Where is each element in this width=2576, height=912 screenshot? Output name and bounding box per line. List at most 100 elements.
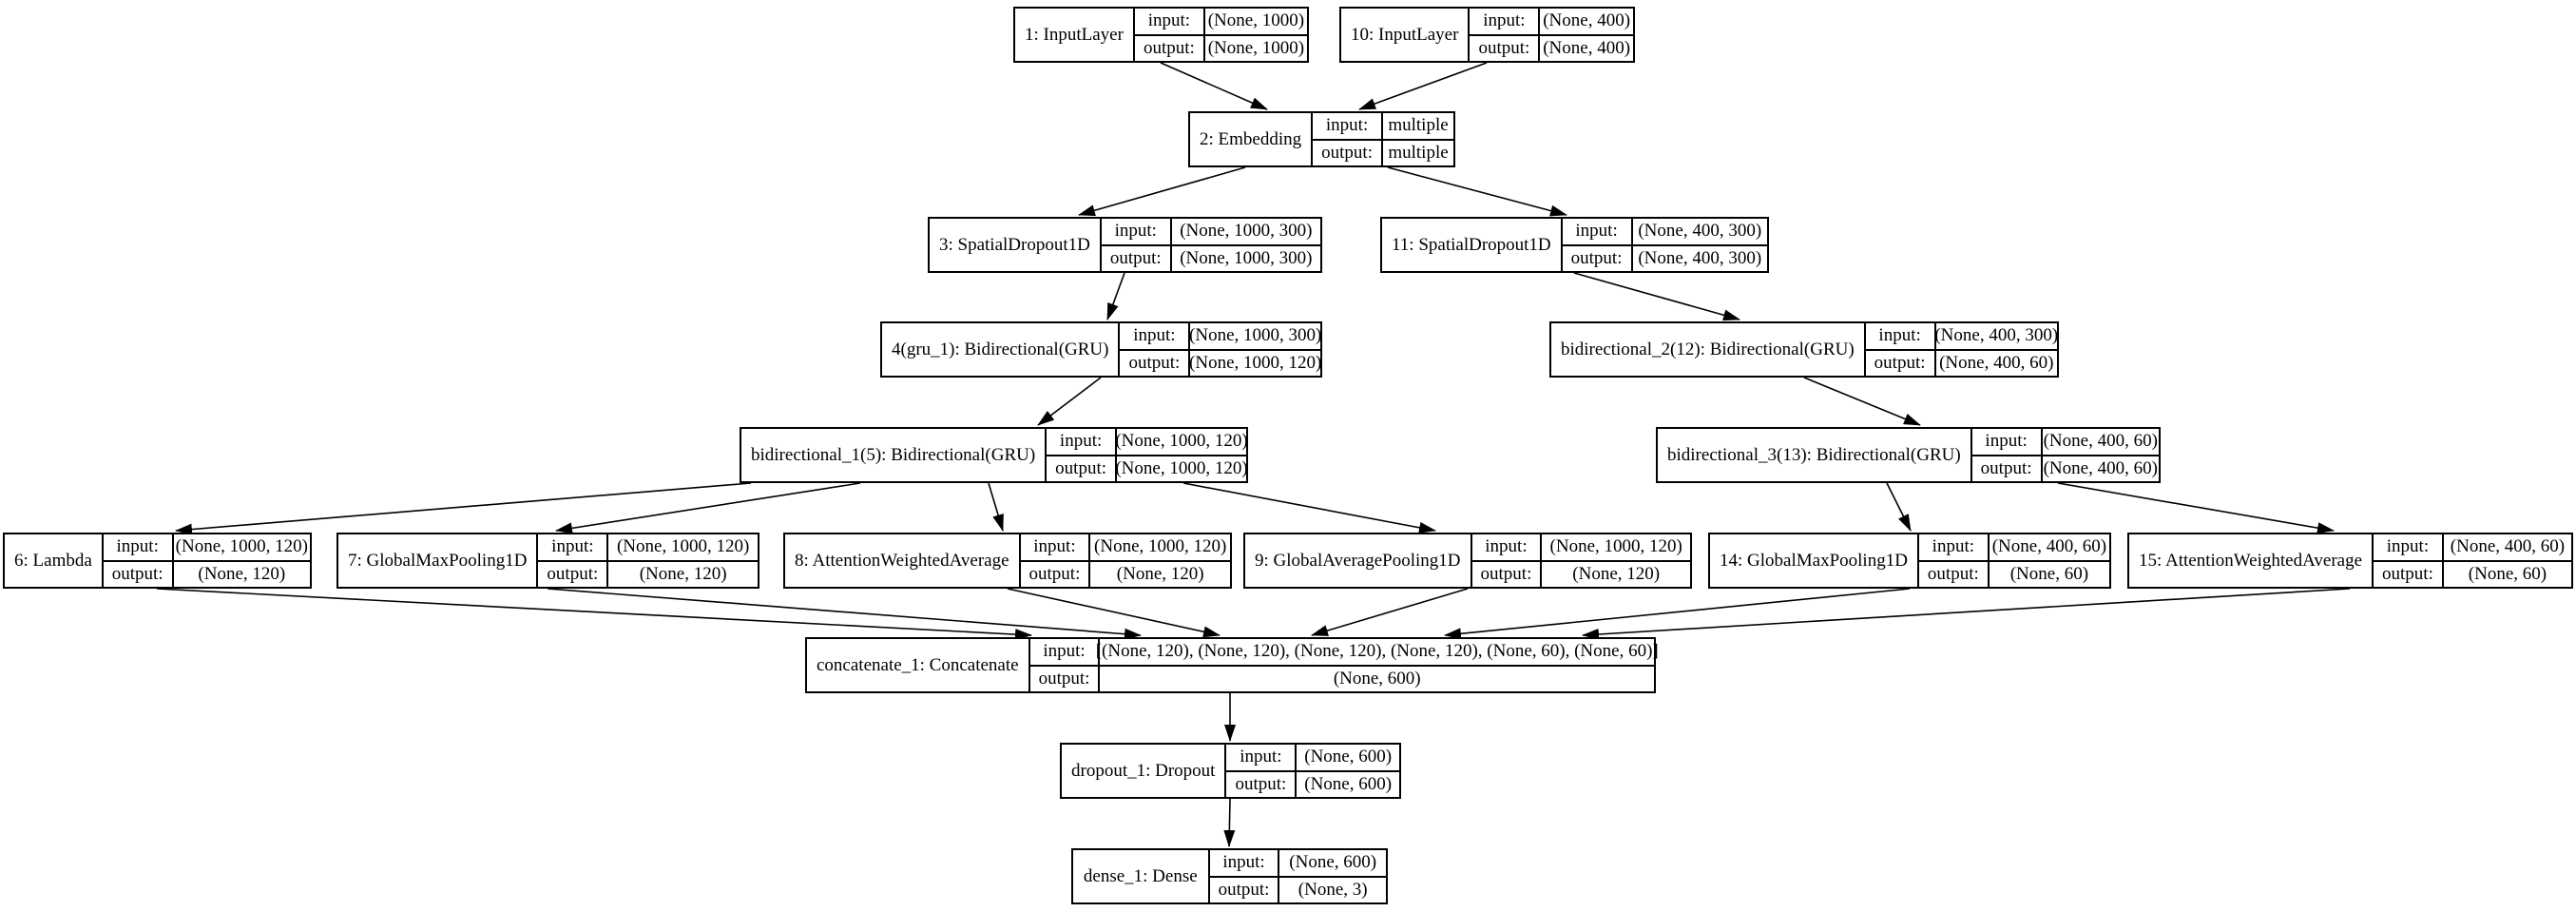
edge-n5-n8 xyxy=(988,482,1004,532)
edge-n9-concat xyxy=(1311,588,1469,636)
edge-n1-n2 xyxy=(1160,62,1268,110)
output-shape: (None, 600) xyxy=(1304,773,1393,794)
output-label: output: xyxy=(547,563,599,584)
edge-n10-n2 xyxy=(1358,62,1488,110)
layer-name: concatenate_1: Concatenate xyxy=(817,654,1019,675)
node-2-embedding: 2: Embedding input: output: multiple mul… xyxy=(1188,111,1455,167)
layer-name: 9: GlobalAveragePooling1D xyxy=(1255,550,1461,571)
output-shape: (None, 1000) xyxy=(1207,37,1305,58)
node-9-globalaveragepooling1d: 9: GlobalAveragePooling1D input: output:… xyxy=(1243,533,1692,589)
edge-n3-n4 xyxy=(1106,272,1125,320)
output-label: output: xyxy=(1480,563,1532,584)
layer-name: 15: AttentionWeightedAverage xyxy=(2139,550,2363,571)
edge-n5-n6 xyxy=(175,482,752,535)
output-label: output: xyxy=(1038,668,1090,689)
node-4-gru1-bidirectional-gru: 4(gru_1): Bidirectional(GRU) input: outp… xyxy=(880,321,1322,378)
node-13-bidirectional-3-gru: bidirectional_3(13): Bidirectional(GRU) … xyxy=(1656,427,2161,483)
input-label: input: xyxy=(538,534,607,562)
node-3-spatialdropout1d: 3: SpatialDropout1D input: output: (None… xyxy=(928,217,1322,273)
layer-name: dropout_1: Dropout xyxy=(1071,760,1216,781)
input-label: input: xyxy=(1134,9,1203,36)
input-shape: (None, 400, 60) xyxy=(2042,429,2159,456)
input-label: input: xyxy=(1209,850,1278,878)
edge-n4-n5 xyxy=(1037,377,1102,426)
input-label: input: xyxy=(1562,219,1631,246)
edge-n15-concat xyxy=(1582,588,2351,640)
input-label: input: xyxy=(1971,429,2041,456)
output-label: output: xyxy=(1055,457,1107,478)
output-shape: (None, 400) xyxy=(1543,37,1631,58)
input-label: input: xyxy=(1020,534,1089,562)
input-label: input: xyxy=(1047,429,1116,456)
output-shape: (None, 400, 300) xyxy=(1638,247,1762,268)
output-shape: (None, 120) xyxy=(639,563,727,584)
input-shape: multiple xyxy=(1382,113,1453,141)
output-label: output: xyxy=(1128,352,1181,373)
input-label: input: xyxy=(1918,534,1988,562)
layer-name: bidirectional_3(13): Bidirectional(GRU) xyxy=(1667,444,1961,465)
layer-name: 8: AttentionWeightedAverage xyxy=(795,550,1009,571)
edge-n14-concat xyxy=(1444,588,1911,640)
output-label: output: xyxy=(1570,247,1623,268)
input-shape: (None, 400) xyxy=(1540,9,1633,36)
output-shape: (None, 1000, 300) xyxy=(1180,247,1313,268)
node-11-spatialdropout1d: 11: SpatialDropout1D input: output: (Non… xyxy=(1380,217,1769,273)
node-concatenate-1: concatenate_1: Concatenate input: output… xyxy=(805,637,1659,693)
output-label: output: xyxy=(1235,773,1287,794)
output-label: output: xyxy=(1478,37,1530,58)
output-label: output: xyxy=(1980,457,2032,478)
node-8-attentionweightedaverage: 8: AttentionWeightedAverage input: outpu… xyxy=(783,533,1232,589)
output-shape: multiple xyxy=(1388,142,1449,163)
layer-name: 10: InputLayer xyxy=(1351,24,1459,45)
layer-name: 7: GlobalMaxPooling1D xyxy=(348,550,528,571)
layer-name: 14: GlobalMaxPooling1D xyxy=(1720,550,1908,571)
input-shape: (None, 400, 300) xyxy=(1632,219,1767,246)
input-shape: (None, 1000, 300) xyxy=(1189,323,1321,351)
output-label: output: xyxy=(1143,37,1195,58)
output-label: output: xyxy=(1321,142,1373,163)
output-shape: (None, 1000, 120) xyxy=(1115,457,1248,478)
edge-dropout-dense xyxy=(1223,798,1236,847)
input-shape: (None, 1000, 120) xyxy=(173,534,310,562)
node-6-lambda: 6: Lambda input: output: (None, 1000, 12… xyxy=(3,533,312,589)
input-label: input: xyxy=(1470,9,1539,36)
input-shape: (None, 1000, 120) xyxy=(1542,534,1690,562)
input-label: input: xyxy=(1029,639,1099,667)
output-label: output: xyxy=(1028,563,1081,584)
input-label: input: xyxy=(1120,323,1189,351)
layer-name: 3: SpatialDropout1D xyxy=(939,234,1090,255)
edge-n6-concat xyxy=(156,588,1032,641)
node-dense-1: dense_1: Dense input: output: (None, 600… xyxy=(1071,848,1388,904)
input-label: input: xyxy=(1865,323,1934,351)
input-shape: (None, 1000, 120) xyxy=(1090,534,1230,562)
output-label: output: xyxy=(1109,247,1162,268)
output-shape: (None, 60) xyxy=(2009,563,2089,584)
edge-n11-n12 xyxy=(1573,272,1740,321)
node-12-bidirectional-2-gru: bidirectional_2(12): Bidirectional(GRU) … xyxy=(1549,321,2059,378)
edge-n5-n9 xyxy=(1182,482,1436,534)
output-label: output: xyxy=(111,563,163,584)
node-dropout-1: dropout_1: Dropout input: output: (None,… xyxy=(1060,743,1401,799)
input-shape: (None, 400, 60) xyxy=(1989,534,2109,562)
edge-n12-n13 xyxy=(1803,377,1921,426)
input-shape: (None, 600) xyxy=(1279,850,1386,878)
output-label: output: xyxy=(1927,563,1979,584)
node-10-inputlayer: 10: InputLayer input: output: (None, 400… xyxy=(1339,7,1635,63)
input-shape: (None, 1000, 120) xyxy=(1115,429,1248,456)
node-14-globalmaxpooling1d: 14: GlobalMaxPooling1D input: output: (N… xyxy=(1708,533,2111,589)
node-5-bidirectional-1-gru: bidirectional_1(5): Bidirectional(GRU) i… xyxy=(740,427,1248,483)
input-shape: (None, 1000) xyxy=(1204,9,1307,36)
input-label: input: xyxy=(2374,534,2442,562)
edge-n8-concat xyxy=(1007,588,1221,638)
output-shape: (None, 120) xyxy=(198,563,286,584)
layer-name: bidirectional_2(12): Bidirectional(GRU) xyxy=(1561,339,1855,359)
input-label: input: xyxy=(103,534,172,562)
output-shape: (None, 120) xyxy=(1116,563,1204,584)
layer-name: 6: Lambda xyxy=(14,550,92,571)
output-shape: (None, 120) xyxy=(1572,563,1661,584)
input-label: input: xyxy=(1471,534,1541,562)
input-shape: (None, 1000, 300) xyxy=(1171,219,1320,246)
layer-name: 2: Embedding xyxy=(1200,128,1302,149)
output-label: output: xyxy=(1218,879,1270,900)
node-7-globalmaxpooling1d: 7: GlobalMaxPooling1D input: output: (No… xyxy=(336,533,759,589)
